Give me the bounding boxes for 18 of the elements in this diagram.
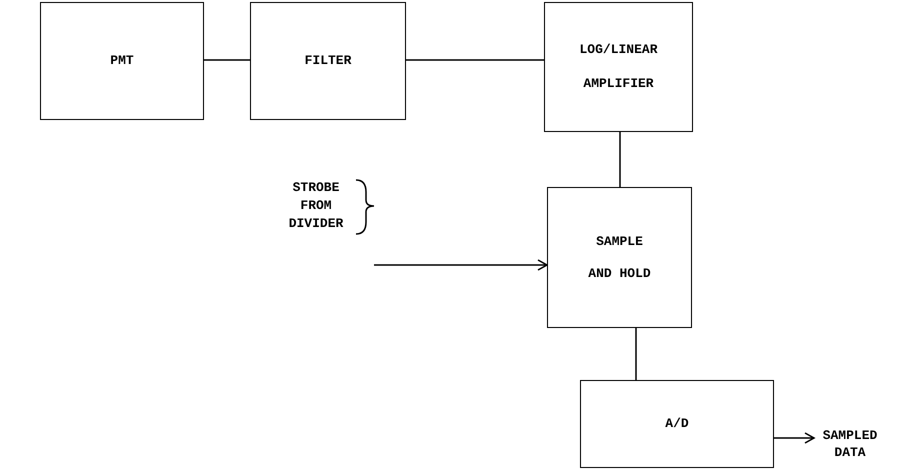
process-box <box>40 2 204 120</box>
box-label: A/D <box>664 414 690 433</box>
connector-line <box>204 59 250 61</box>
process-box <box>250 2 406 120</box>
box-label: FILTER <box>304 52 352 70</box>
connector-line <box>635 328 637 380</box>
process-box <box>547 187 692 328</box>
process-box <box>544 2 693 132</box>
process-box <box>580 380 774 468</box>
box-label: LOG/LINEAR AMPLIFIER <box>578 41 658 93</box>
input-label: STROBE FROM DIVIDER <box>280 178 352 234</box>
connector-line <box>619 132 621 187</box>
connector-line <box>406 59 544 61</box>
arrow <box>374 259 548 271</box>
box-label: SAMPLE AND HOLD <box>587 233 652 282</box>
box-label: PMT <box>109 52 135 70</box>
arrow <box>774 432 815 444</box>
input-label: SAMPLED DATA <box>814 426 886 464</box>
